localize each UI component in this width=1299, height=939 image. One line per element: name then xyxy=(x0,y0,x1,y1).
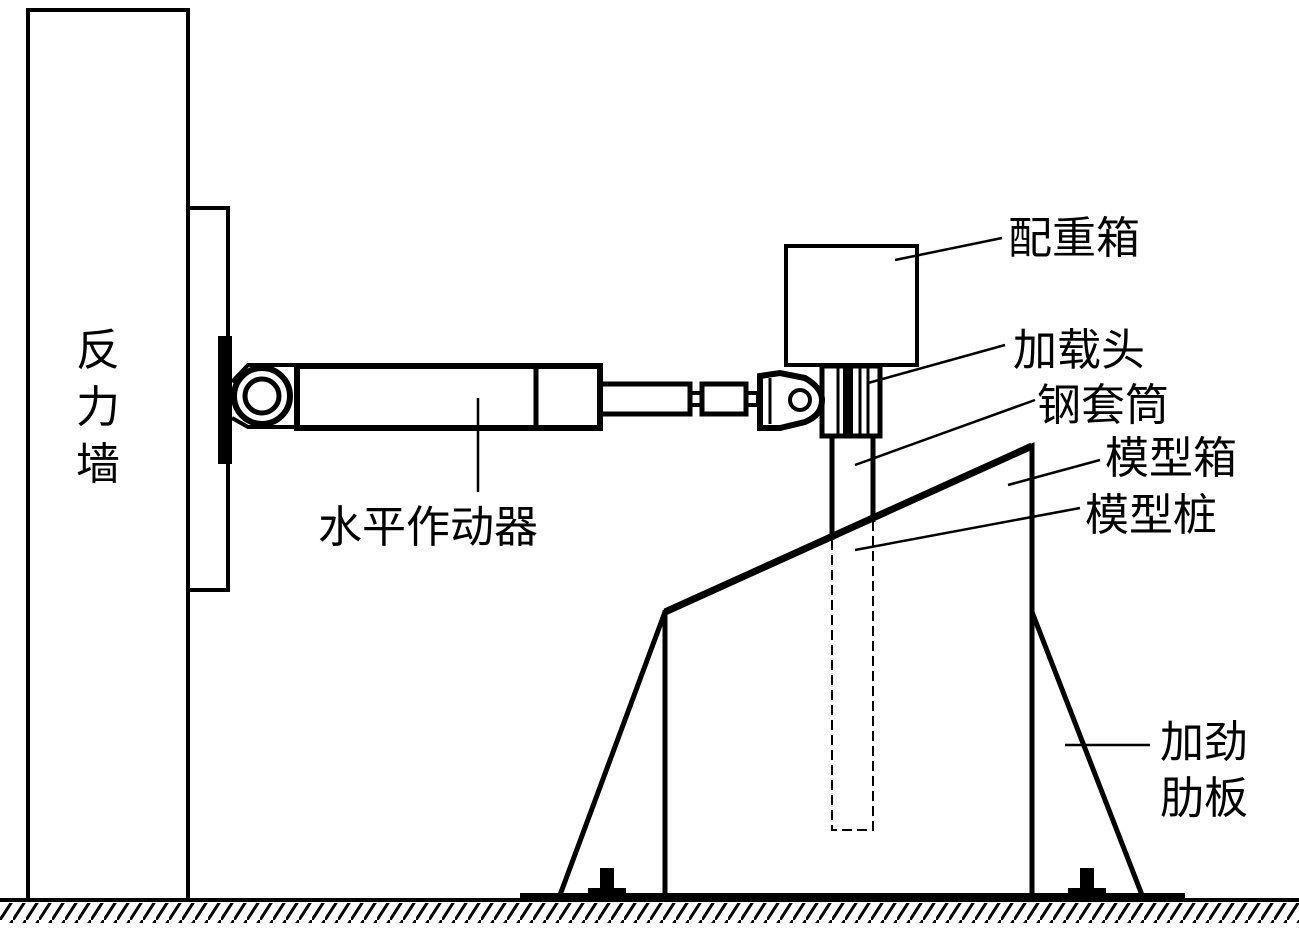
label-model-box: 模型箱 xyxy=(1105,433,1237,484)
label-actuator: 水平作动器 xyxy=(318,502,538,553)
anchor-bolts xyxy=(588,868,1106,895)
actuator-base-plate xyxy=(218,336,232,464)
loading-head xyxy=(819,363,883,439)
label-model-pile: 模型桩 xyxy=(1085,490,1217,541)
label-loading-head: 加载头 xyxy=(1013,325,1145,376)
model-box xyxy=(662,442,1035,895)
ground xyxy=(0,898,1299,923)
label-reaction-wall-3: 墙 xyxy=(76,439,120,490)
label-steel-sleeve: 钢套筒 xyxy=(1037,380,1169,431)
label-reaction-wall-2: 力 xyxy=(76,382,120,433)
label-counterweight-box: 配重箱 xyxy=(1008,213,1140,264)
leader-lines xyxy=(476,236,1150,747)
label-stiffener-2: 肋板 xyxy=(1160,773,1248,824)
base-plate xyxy=(520,893,1185,902)
label-stiffener-1: 加劲 xyxy=(1160,717,1248,768)
horizontal-actuator xyxy=(230,363,826,431)
stiffener-plates xyxy=(557,611,1145,896)
counterweight-box xyxy=(784,244,919,367)
steel-sleeve xyxy=(829,436,876,540)
label-reaction-wall-1: 反 xyxy=(76,325,120,376)
model-pile xyxy=(831,522,874,831)
